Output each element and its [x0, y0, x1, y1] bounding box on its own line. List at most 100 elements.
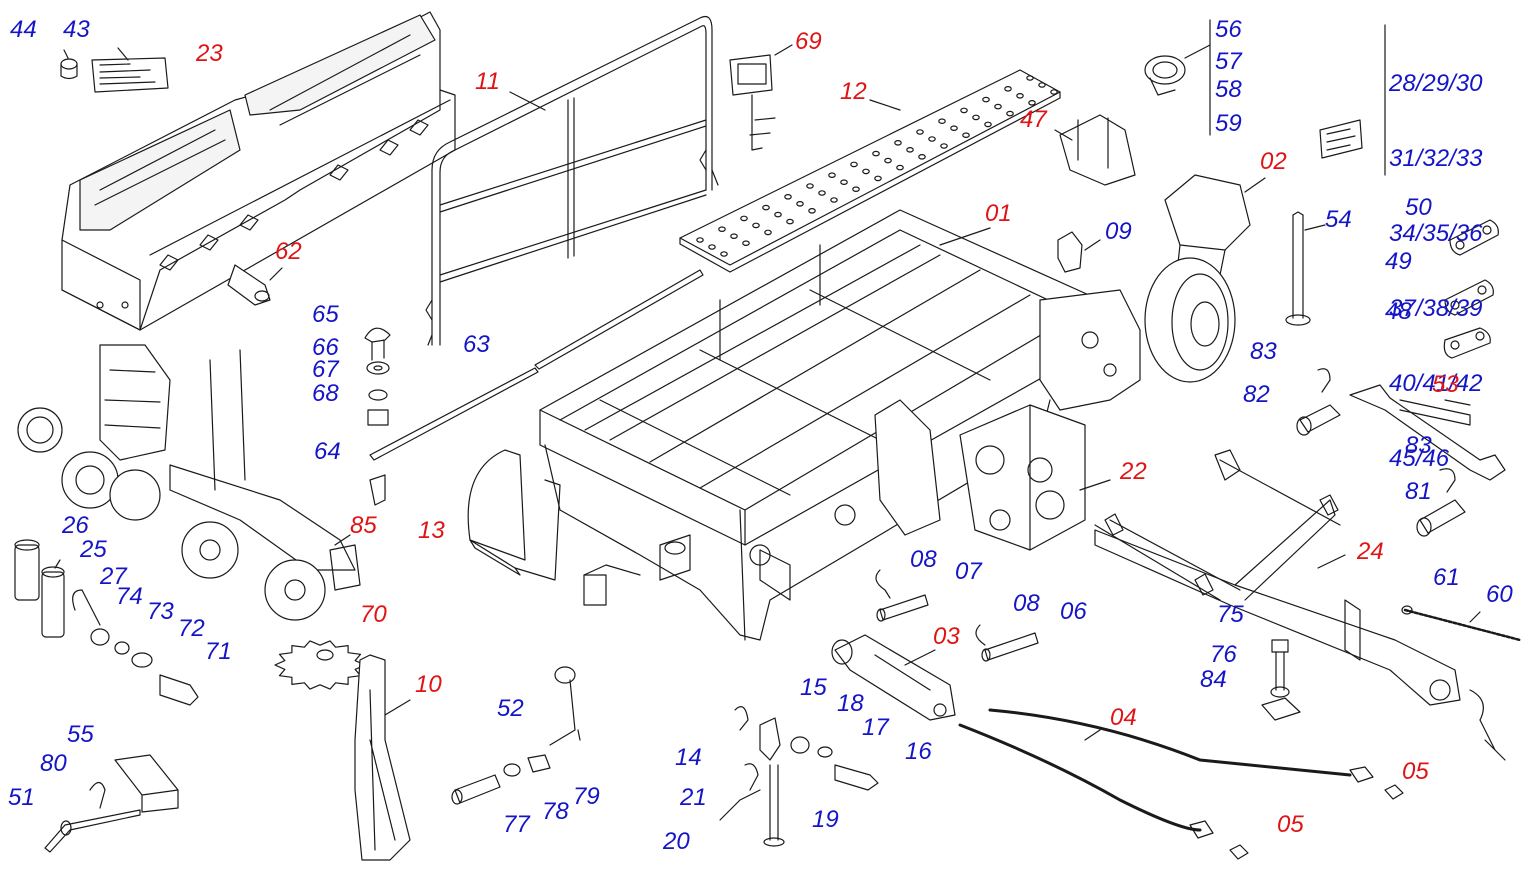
- nut-part-18: [791, 737, 809, 753]
- rail-part-63: [370, 270, 703, 460]
- decal-group-6: 45/46: [1389, 445, 1450, 472]
- callout-73: 73: [147, 598, 174, 625]
- callout-54: 54: [1325, 206, 1352, 233]
- washer-part-73: [115, 642, 129, 654]
- bracket-part-47: [1055, 115, 1135, 185]
- callout-71: 71: [205, 638, 232, 665]
- callout-08-left: 08: [910, 546, 937, 573]
- wheel-assembly-part-02: [1145, 175, 1265, 382]
- callout-74: 74: [116, 583, 143, 610]
- chain-link-part-49: [1445, 280, 1493, 315]
- callout-58: 58: [1215, 76, 1242, 103]
- callout-24: 24: [1357, 538, 1384, 565]
- bolt-part-75: [1262, 640, 1300, 720]
- callout-25: 25: [80, 536, 107, 563]
- pin-part-81: [1417, 469, 1465, 536]
- callout-02: 02: [1260, 148, 1287, 175]
- callout-68: 68: [312, 380, 339, 407]
- callout-26: 26: [62, 512, 89, 539]
- callout-13: 13: [418, 517, 445, 544]
- bolt-part-16: [835, 765, 878, 790]
- callout-77: 77: [503, 811, 530, 838]
- callout-80: 80: [40, 750, 67, 777]
- callout-78: 78: [542, 798, 569, 825]
- decal-group-list: 28/29/30 31/32/33 34/35/36 37/38/39 40/4…: [1389, 21, 1482, 496]
- crank-part-52: [550, 667, 580, 745]
- callout-53: 53: [1432, 371, 1459, 398]
- main-frame-part-01: [540, 210, 1140, 640]
- gearbox-part-22: [960, 405, 1110, 550]
- arm-part-10: [355, 655, 410, 860]
- callout-49: 49: [1385, 248, 1412, 275]
- callout-15: 15: [800, 674, 827, 701]
- callout-55: 55: [67, 721, 94, 748]
- callout-57: 57: [1215, 48, 1242, 75]
- callout-75: 75: [1217, 601, 1244, 628]
- callout-51: 51: [8, 784, 35, 811]
- platform-grating-part-12: [680, 70, 1060, 272]
- hydraulic-hose-part-04: [960, 710, 1403, 859]
- stand-part-54: [1286, 212, 1325, 325]
- sign-part-69: [730, 45, 792, 150]
- tube-part-55: [115, 755, 178, 812]
- callout-17: 17: [862, 714, 889, 741]
- callout-62: 62: [275, 238, 302, 265]
- callout-83-upper: 83: [1250, 338, 1277, 365]
- callout-18: 18: [837, 690, 864, 717]
- callout-66: 66: [312, 334, 339, 361]
- callout-79: 79: [573, 783, 600, 810]
- pin-part-77: [452, 775, 500, 804]
- decal-group-5: 40/41/42: [1389, 370, 1483, 397]
- callout-11: 11: [475, 68, 500, 95]
- decal-group-2: 31/32/33: [1389, 145, 1483, 172]
- bracket-part-09: [1058, 232, 1100, 272]
- chain-link-part-48: [1444, 328, 1490, 358]
- decal-group-4: 37/38/39: [1389, 295, 1483, 322]
- callout-05-bottom: 05: [1277, 811, 1304, 838]
- step-part-13: [468, 450, 560, 580]
- washer-part-17: [818, 747, 832, 757]
- coupling-part-62: [228, 265, 282, 305]
- callout-08-right: 08: [1013, 590, 1040, 617]
- callout-23: 23: [196, 40, 223, 67]
- callout-48: 48: [1385, 298, 1412, 325]
- nut-part-74: [91, 629, 109, 645]
- bolt-part-65: [365, 328, 390, 360]
- callout-09: 09: [1105, 218, 1132, 245]
- safety-chain-part-60: [1402, 606, 1520, 640]
- callout-47: 47: [1020, 106, 1047, 133]
- washer-part-72: [132, 653, 152, 667]
- callout-50: 50: [1405, 194, 1432, 221]
- sleeve-part-26: [15, 540, 39, 600]
- callout-20: 20: [663, 828, 690, 855]
- bolt-part-71: [160, 675, 198, 705]
- bracket-part-15: [760, 718, 780, 760]
- callout-82: 82: [1243, 381, 1270, 408]
- pin-part-07: [876, 570, 928, 621]
- callout-60: 60: [1486, 581, 1513, 608]
- callout-44: 44: [10, 16, 37, 43]
- pin-part-82: [1297, 369, 1340, 435]
- callout-07: 07: [955, 558, 982, 585]
- pin-part-51: [45, 810, 140, 852]
- callout-06: 06: [1060, 598, 1087, 625]
- drawbar-part-24: [1095, 450, 1505, 760]
- callout-22: 22: [1120, 458, 1147, 485]
- decal-part-28: [1320, 25, 1385, 175]
- decal-group-1: 28/29/30: [1389, 70, 1483, 97]
- callout-16: 16: [905, 738, 932, 765]
- bracket-part-64: [370, 475, 385, 505]
- callout-61: 61: [1433, 564, 1460, 591]
- callout-56: 56: [1215, 16, 1242, 43]
- pin-part-27: [73, 590, 100, 625]
- callout-59: 59: [1215, 110, 1242, 137]
- callout-83-lower: 83: [1405, 432, 1432, 459]
- callout-21: 21: [680, 784, 707, 811]
- tension-rod-part-53: [1350, 385, 1505, 480]
- callout-67: 67: [312, 356, 339, 383]
- callout-76: 76: [1210, 641, 1237, 668]
- callout-64: 64: [314, 438, 341, 465]
- pin-part-21: [745, 764, 758, 790]
- callout-27: 27: [100, 563, 127, 590]
